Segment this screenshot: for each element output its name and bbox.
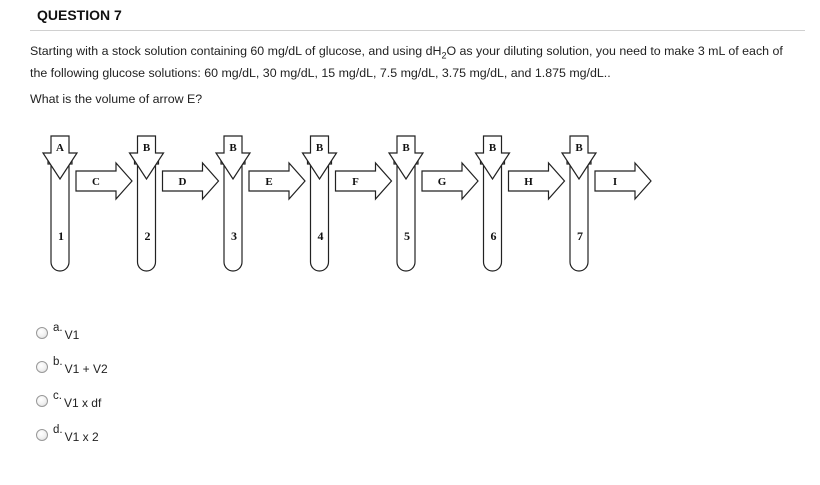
tube-group-2: B 2 D	[128, 135, 220, 272]
side-arrow-label: H	[524, 176, 533, 188]
option-letter: c.	[53, 390, 62, 402]
side-arrow-label: G	[438, 176, 447, 188]
side-arrow	[161, 161, 220, 201]
option-letter: b.	[53, 356, 63, 368]
tube-number: 2	[145, 229, 151, 243]
down-arrow-label: A	[56, 142, 64, 154]
down-arrow-label: B	[229, 142, 237, 154]
tube-number: 1	[58, 229, 64, 243]
test-tube	[482, 164, 503, 272]
subscript-2: 2	[441, 50, 447, 61]
test-tube	[569, 164, 589, 272]
down-arrow	[41, 135, 79, 181]
down-arrow	[301, 135, 338, 181]
side-arrow	[334, 161, 393, 201]
answer-option[interactable]: b.V1 + V2	[36, 356, 108, 378]
side-arrow-label: C	[92, 176, 100, 188]
test-tube	[50, 164, 70, 272]
tube-number: 3	[231, 229, 237, 243]
side-arrow	[248, 161, 306, 201]
side-arrow	[421, 161, 479, 201]
option-text: V1 + V2	[64, 362, 108, 376]
answer-option[interactable]: c.V1 x df	[36, 390, 101, 412]
title-divider	[30, 30, 805, 31]
answer-option[interactable]: a.V1	[36, 322, 79, 344]
test-tube	[396, 164, 416, 272]
side-arrow	[507, 161, 566, 201]
question-text: Starting with a stock solution containin…	[30, 42, 800, 82]
radio-button[interactable]	[36, 395, 48, 407]
down-arrow	[387, 135, 425, 181]
answer-option[interactable]: d.V1 x 2	[36, 424, 99, 446]
radio-button[interactable]	[36, 361, 48, 373]
side-arrow-label: E	[265, 176, 272, 188]
down-arrow	[214, 135, 252, 181]
down-arrow-label: B	[489, 142, 497, 154]
option-text: V1 x 2	[64, 430, 99, 444]
down-arrow-label: B	[143, 142, 151, 154]
radio-button[interactable]	[36, 429, 48, 441]
down-arrow-label: B	[402, 142, 410, 154]
question-text-end: O as your diluting solution, you need to…	[30, 44, 783, 81]
side-arrow-label: D	[179, 176, 187, 188]
tube-group-7: B 7 I	[560, 135, 652, 272]
side-arrow	[75, 161, 133, 201]
tube-group-5: B 5 G	[387, 135, 479, 272]
tube-number: 5	[404, 229, 410, 243]
test-tube	[136, 164, 157, 272]
question-prompt: What is the volume of arrow E?	[30, 92, 203, 106]
question-title: QUESTION 7	[37, 7, 122, 23]
tube-group-1: A 1 C	[41, 135, 133, 272]
tube-number: 7	[577, 229, 583, 243]
down-arrow-label: B	[316, 142, 324, 154]
down-arrow	[474, 135, 511, 181]
radio-button[interactable]	[36, 327, 48, 339]
option-text: V1	[64, 328, 80, 342]
down-arrow-label: B	[575, 142, 583, 154]
test-tube	[309, 164, 330, 272]
test-tube	[223, 164, 243, 272]
side-arrow-label: I	[613, 176, 617, 188]
tube-group-6: B 6 H	[474, 135, 566, 272]
side-arrow	[594, 161, 652, 201]
option-letter: a.	[53, 322, 63, 334]
side-arrow-label: F	[352, 176, 359, 188]
option-text: V1 x df	[63, 396, 102, 410]
question-text-start: Starting with a stock solution containin…	[30, 44, 442, 58]
down-arrow	[128, 135, 165, 181]
tube-group-3: B 3 E	[214, 135, 306, 272]
tube-number: 6	[491, 229, 497, 243]
tube-number: 4	[318, 229, 324, 243]
down-arrow	[560, 135, 598, 181]
option-letter: d.	[53, 424, 63, 436]
tube-group-4: B 4 F	[301, 135, 393, 272]
